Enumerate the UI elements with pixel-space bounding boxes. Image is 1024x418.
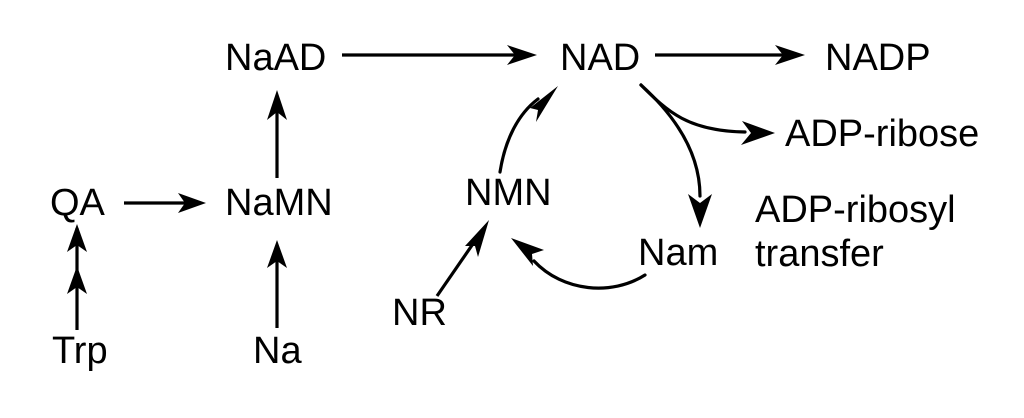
edge-nam-to-nmn (511, 238, 647, 290)
edge-nad-to-adpribose (639, 83, 775, 145)
edge-nmn-to-nad-arrowhead (530, 86, 558, 122)
edge-trp-to-qa (67, 224, 87, 330)
edge-nad-to-nam (639, 83, 712, 228)
edge-nmn-to-nad-curve (498, 97, 540, 174)
edge-trp-to-qa-arrowhead-lower (67, 266, 87, 294)
node-label-adp-ribosyl-transfer-line1: ADP-ribosyl (755, 189, 956, 231)
node-label-namn: NaMN (225, 182, 333, 224)
node-label-nadp: NADP (825, 37, 931, 79)
edge-nam-to-nmn-arrowhead (511, 238, 544, 266)
edge-nr-to-nmn-arrowhead (465, 220, 489, 257)
edge-nam-to-nmn-curve (532, 259, 647, 290)
edge-naad-to-nad-arrowhead (507, 45, 537, 65)
edge-nmn-to-nad (498, 86, 558, 174)
node-label-adp-ribosyl-transfer-line2: transfer (755, 233, 884, 275)
edge-qa-to-namn-arrowhead (178, 193, 206, 213)
edge-nad-to-adpribose-arrowhead (741, 121, 775, 145)
node-label-adp-ribose: ADP-ribose (785, 113, 979, 155)
edge-namn-to-naad-arrowhead (267, 90, 287, 120)
edge-nad-to-nam-arrowhead (688, 194, 712, 228)
edge-qa-to-namn (124, 193, 206, 213)
edge-na-to-namn-arrowhead (267, 240, 287, 268)
node-label-naad: NaAD (225, 37, 326, 79)
edge-na-to-namn (267, 240, 287, 328)
node-label-qa: QA (50, 182, 106, 224)
edge-naad-to-nad (342, 45, 537, 65)
node-label-na: Na (253, 330, 302, 372)
edge-nad-to-nadp (655, 45, 805, 65)
edge-trp-to-qa-arrowhead-upper (67, 224, 87, 252)
edge-nad-to-nadp-arrowhead (775, 45, 805, 65)
edge-nad-to-adpribose-curve (639, 83, 747, 134)
node-label-nad: NAD (560, 37, 640, 79)
edge-namn-to-naad (267, 90, 287, 178)
node-label-nr: NR (392, 292, 447, 334)
edge-nr-to-nmn (435, 220, 489, 297)
node-label-nmn: NMN (465, 172, 552, 214)
node-label-nam: Nam (638, 232, 718, 274)
node-label-trp: Trp (52, 330, 108, 372)
edge-nad-to-nam-curve (639, 83, 702, 198)
edge-nr-to-nmn-line (435, 237, 479, 297)
